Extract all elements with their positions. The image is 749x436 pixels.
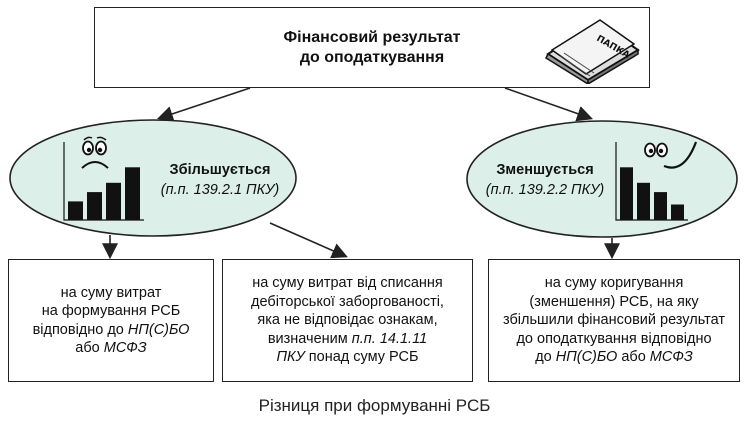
arrow-top-to-left <box>156 87 251 122</box>
bar-3 <box>671 204 684 220</box>
leaf-a-line2: на формування РСБ <box>41 303 181 319</box>
arrow-left-to-b <box>269 222 348 259</box>
bar-2 <box>654 192 667 220</box>
leaf-b-line3: яка не відповідає ознакам, <box>257 312 438 329</box>
leaf-b-line4: визначеним п.п. 14.1.11 <box>267 330 428 347</box>
leaf-box-adjustment: на суму коригування (зменшення) РСБ, на … <box>488 259 740 382</box>
increase-ref: (п.п. 139.2.1 ПКУ) <box>160 182 280 198</box>
bar-0 <box>68 201 83 220</box>
top-title-line2: до оподаткування <box>299 48 445 66</box>
folder-icon: ПАПКА <box>545 19 640 84</box>
leaf-c-line5: до НП(С)БО або МСФЗ <box>535 349 693 366</box>
decrease-ellipse <box>466 120 738 238</box>
leaf-a-line3: відповідно до НП(С)БО <box>32 321 190 338</box>
falling-bars-icon <box>615 142 688 221</box>
bar-3 <box>125 167 140 220</box>
leaf-box-receivables: на суму витрат від списання дебіторської… <box>222 259 473 382</box>
sad-face-icon <box>81 136 109 169</box>
leaf-a-line4: або МСФЗ <box>75 340 147 356</box>
financial-result-box: Фінансовий результат до оподаткування <box>94 7 650 88</box>
arrow-top-to-right <box>504 87 594 122</box>
decrease-label: Зменшується (п.п. 139.2.2 ПКУ) <box>470 160 620 200</box>
leaf-b-line1: на суму витрат від списання <box>252 275 443 292</box>
bar-2 <box>106 182 121 220</box>
bar-1 <box>637 182 650 220</box>
decrease-head: Зменшується <box>496 162 594 178</box>
leaf-c-line3: збільшили фінансовий результат <box>503 312 725 329</box>
leaf-a-line1: на суму витрат <box>60 284 162 301</box>
rising-bars-icon <box>63 142 144 221</box>
decrease-ref: (п.п. 139.2.2 ПКУ) <box>485 182 605 198</box>
leaf-c-line4: до оподаткування відповідно <box>516 330 712 347</box>
increase-head: Збільшується <box>169 162 271 178</box>
increase-label: Збільшується (п.п. 139.2.1 ПКУ) <box>145 160 295 200</box>
leaf-b-line2: дебіторської заборгованості, <box>251 293 444 310</box>
leaf-c-line2: (зменшення) РСБ, на яку <box>529 293 699 310</box>
leaf-c-line1: на суму коригування <box>544 275 684 292</box>
bar-1 <box>87 192 102 220</box>
bar-0 <box>620 167 633 220</box>
top-title-line1: Фінансовий результат <box>283 28 461 46</box>
happy-face-icon <box>644 141 698 169</box>
leaf-box-expenses: на суму витрат на формування РСБ відпові… <box>8 259 214 382</box>
leaf-b-line5: ПКУ понад суму РСБ <box>276 349 419 366</box>
diagram-caption: Різниця при формуванні РСБ <box>258 396 491 415</box>
